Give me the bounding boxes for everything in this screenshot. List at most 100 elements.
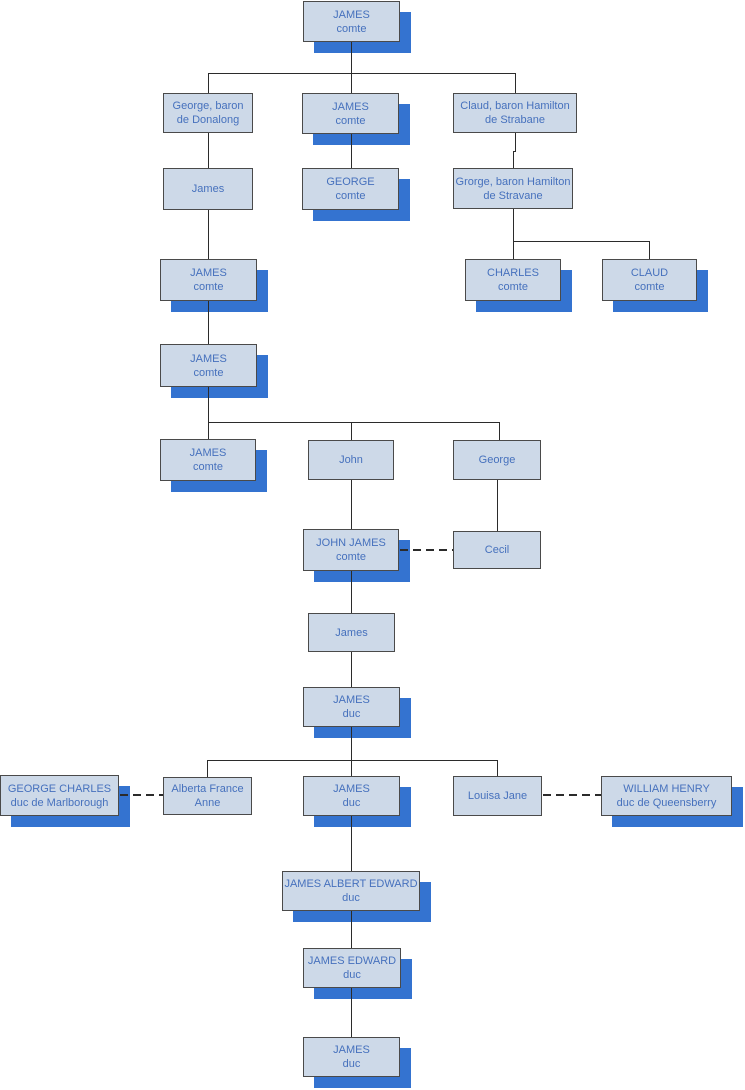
- tree-node-label: JOHN JAMES: [316, 537, 386, 549]
- connector-line-vertical: [351, 42, 352, 73]
- tree-node-label: JAMES: [333, 783, 370, 795]
- tree-node-william-henry-duc-de-queensberry[interactable]: WILLIAM HENRY duc de Queensberry: [601, 776, 732, 816]
- connector-line-vertical: [208, 387, 209, 422]
- connector-line-vertical: [208, 422, 209, 439]
- connector-line-horizontal: [513, 241, 650, 242]
- connector-line-vertical: [515, 133, 516, 151]
- connector-line-vertical: [351, 760, 352, 776]
- tree-node-james-edward-duc[interactable]: JAMES EDWARD duc: [303, 948, 401, 988]
- connector-line-vertical: [515, 73, 516, 93]
- connector-line-vertical: [497, 480, 498, 531]
- tree-node-james-plain-2[interactable]: James: [308, 613, 395, 652]
- tree-node-label: comte: [193, 281, 224, 293]
- tree-node-label: comte: [336, 22, 367, 35]
- connector-line-vertical: [351, 911, 352, 948]
- tree-node-label: Claud, baron Hamilton: [460, 100, 570, 112]
- tree-node-label: Grorge, baron Hamilton: [455, 175, 571, 188]
- tree-node-label: Cecil: [484, 544, 510, 556]
- marriage-dashed-line: [543, 794, 601, 796]
- tree-node-label: duc: [342, 797, 361, 809]
- tree-node-label: Anne: [194, 797, 221, 809]
- tree-node-label: de Stravane: [483, 189, 543, 202]
- tree-node-george-comte[interactable]: GEORGE comte: [302, 168, 399, 210]
- connector-line-horizontal: [208, 422, 500, 423]
- connector-line-horizontal: [207, 760, 498, 761]
- tree-node-label: CLAUD: [630, 267, 669, 279]
- tree-node-james-plain-1[interactable]: James: [163, 168, 253, 210]
- tree-node-john[interactable]: John: [308, 440, 394, 480]
- tree-node-label: JAMES: [189, 447, 227, 459]
- tree-node-label: JAMES: [190, 267, 227, 279]
- tree-node-label: James: [335, 626, 368, 639]
- tree-node-label: John: [339, 454, 363, 466]
- connector-line-vertical: [497, 760, 498, 776]
- connector-line-vertical: [351, 134, 352, 168]
- tree-node-label: comte: [193, 366, 224, 379]
- tree-node-label: comte: [498, 281, 528, 293]
- tree-node-cecil[interactable]: Cecil: [453, 531, 541, 569]
- connector-line-horizontal: [208, 73, 516, 74]
- connector-line-vertical: [513, 151, 514, 168]
- connector-line-vertical: [351, 988, 352, 1037]
- tree-node-label: comte: [193, 461, 223, 473]
- tree-node-label: CHARLES: [487, 267, 539, 279]
- tree-node-label: Alberta France: [171, 783, 244, 795]
- connector-line-vertical: [208, 210, 209, 259]
- connector-line-vertical: [351, 422, 352, 440]
- tree-node-label: duc de Marlborough: [10, 796, 109, 809]
- connector-line-vertical: [499, 422, 500, 440]
- tree-node-claud-comte[interactable]: CLAUD comte: [602, 259, 697, 301]
- connector-line-vertical: [207, 760, 208, 777]
- tree-node-louisa-jane[interactable]: Louisa Jane: [453, 776, 542, 816]
- tree-node-john-james-comte[interactable]: JOHN JAMES comte: [303, 529, 399, 571]
- tree-node-james-comte-3[interactable]: JAMES comte: [160, 259, 257, 301]
- tree-node-label: GEORGE: [326, 176, 375, 188]
- tree-node-label: JAMES EDWARD: [307, 955, 397, 967]
- marriage-dashed-line: [120, 794, 163, 796]
- connector-line-vertical: [513, 209, 514, 241]
- tree-node-label: George: [478, 454, 516, 466]
- tree-node-label: duc: [343, 969, 361, 981]
- tree-node-label: duc: [342, 892, 360, 904]
- tree-node-label: James: [191, 183, 225, 195]
- tree-node-label: comte: [336, 551, 366, 563]
- connector-line-vertical: [351, 571, 352, 613]
- connector-line-vertical: [351, 480, 352, 529]
- tree-node-label: duc de Queensberry: [616, 797, 717, 809]
- tree-node-label: GEORGE CHARLES: [7, 782, 112, 795]
- connector-line-vertical: [649, 241, 650, 259]
- tree-node-james-duc-2[interactable]: JAMES duc: [303, 776, 400, 816]
- tree-node-label: JAMES: [333, 8, 370, 21]
- connector-line-vertical: [351, 816, 352, 871]
- tree-node-label: de Donalong: [176, 114, 240, 126]
- tree-node-claud-baron-hamilton-de-strabane[interactable]: Claud, baron Hamilton de Strabane: [453, 93, 577, 133]
- tree-node-label: WILLIAM HENRY: [623, 783, 710, 795]
- tree-node-label: de Strabane: [485, 114, 545, 126]
- tree-node-label: JAMES: [333, 1044, 370, 1056]
- tree-node-label: JAMES: [332, 100, 369, 113]
- connector-line-vertical: [208, 301, 209, 344]
- connector-line-vertical: [351, 727, 352, 760]
- tree-node-charles-comte[interactable]: CHARLES comte: [465, 259, 561, 301]
- tree-node-label: JAMES: [190, 352, 227, 365]
- tree-node-label: comte: [634, 281, 665, 293]
- tree-node-james-comte-5[interactable]: JAMES comte: [160, 439, 256, 481]
- tree-node-label: duc: [342, 708, 361, 720]
- connector-line-horizontal: [513, 151, 516, 152]
- tree-node-george[interactable]: George: [453, 440, 541, 480]
- tree-node-label: comte: [335, 190, 366, 202]
- tree-node-label: Louisa Jane: [467, 790, 528, 802]
- connector-line-vertical: [208, 73, 209, 93]
- connector-line-vertical: [351, 73, 352, 93]
